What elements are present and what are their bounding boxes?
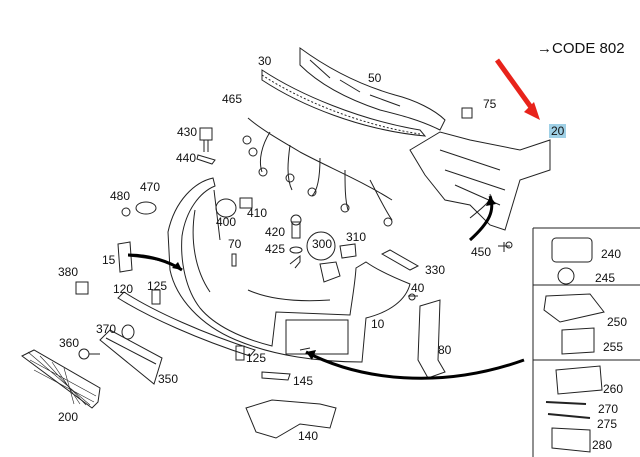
label-450: 450 [471,245,492,259]
label-330: 330 [425,263,446,277]
label-360: 360 [59,336,80,350]
label-370: 370 [96,322,117,336]
part-255-shape [561,327,595,355]
part-245-shape [557,267,575,285]
label-420: 420 [265,225,286,239]
part-260-shape [555,365,603,395]
label-120: 120 [113,282,134,296]
code-802-label: →CODE 802 [537,40,625,57]
label-240: 240 [601,247,622,261]
license-plate-part [99,329,163,385]
label-40: 40 [411,281,425,295]
label-300: 300 [312,237,333,251]
bracket-140-part [245,399,337,439]
label-260: 260 [603,382,624,396]
support-80-part [417,299,446,379]
upper-carrier-part [299,47,446,131]
part-250-shape [543,293,605,323]
label-280: 280 [592,438,613,452]
label-75: 75 [483,97,497,111]
label-425: 425 [265,242,286,256]
label-430: 430 [177,125,198,139]
label-250: 250 [607,315,628,329]
sensor-470-part [135,201,157,215]
label-15: 15 [102,253,116,267]
label-400: 400 [216,215,237,229]
label-80: 80 [438,343,452,357]
label-380: 380 [58,265,79,279]
code-text: CODE 802 [552,40,625,57]
label-410: 410 [247,206,268,220]
label-470: 470 [140,180,161,194]
sensor-holder-part [215,198,237,218]
label-270: 270 [598,402,619,416]
red-pointer-arrow [494,58,540,120]
lower-strip-part [117,291,256,357]
part-240-shape [551,237,593,263]
label-480: 480 [110,189,131,203]
label-125-bottom: 125 [246,351,267,365]
wiring-harness-part [247,117,393,221]
label-200: 200 [58,410,79,424]
energy-absorber-part [409,131,551,231]
bumper-cover-part [167,177,411,363]
bracket-30-part [261,69,427,137]
label-30: 30 [258,54,272,68]
curved-arrow-right [305,350,525,380]
camera-300-circle [306,231,336,261]
label-255: 255 [603,340,624,354]
label-310: 310 [346,230,367,244]
label-140: 140 [298,429,319,443]
label-245: 245 [595,271,616,285]
label-145: 145 [293,374,314,388]
label-465: 465 [222,92,243,106]
label-20: 20 [549,124,567,138]
label-10: 10 [371,317,385,331]
label-440: 440 [176,151,197,165]
part-280-shape [551,427,591,453]
label-350: 350 [158,372,179,386]
label-70: 70 [228,237,242,251]
label-50: 50 [368,71,382,85]
label-125-top: 125 [147,279,168,293]
label-275: 275 [597,417,618,431]
bumper-plate-recess [285,319,349,355]
